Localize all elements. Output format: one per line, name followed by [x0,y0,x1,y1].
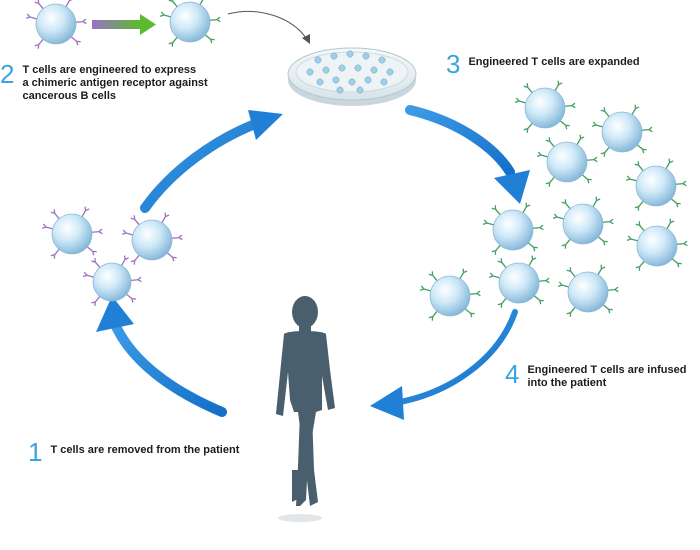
t-cell-icon [482,202,544,255]
dish-cell-icon [346,50,354,58]
dish-cell-icon [380,78,388,86]
dish-cell-icon [332,76,340,84]
t-cell-icon [488,255,550,308]
step-number: 3 [446,49,461,79]
dish-cell-icon [348,78,356,86]
step-2: 2 T cells are engineered to express a ch… [0,59,208,103]
dish-cell-icon [364,76,372,84]
dish-cell-icon [362,52,370,60]
step-text: Engineered T cells are infused into the … [527,364,687,389]
step-text: T cells are engineered to express a chim… [22,64,208,102]
petri-dish-icon [287,47,417,106]
t-cell-icon [552,196,614,249]
cycle-arrow-icon [96,296,227,417]
cycle-arrow-icon [370,309,518,420]
dish-cell-icon [336,86,344,94]
connector-arrowhead-icon [302,34,310,44]
dish-cell-icon [338,64,346,72]
step-number: 1 [28,437,43,467]
dish-cell-icon [356,86,364,94]
cycle-arrow-icon [405,105,530,204]
dish-cell-icon [316,78,324,86]
step-4: 4 Engineered T cells are infused into th… [505,359,687,390]
t-cell-icon [159,0,221,47]
t-cell-icon [591,104,653,157]
dish-cell-icon [330,52,338,60]
cycle-arrow-icon [140,110,283,213]
t-cell-icon [536,134,598,187]
step-number: 2 [0,59,15,89]
dish-cell-icon [378,56,386,64]
engineering-arrow-icon [92,14,156,35]
t-cell-icon [121,212,183,265]
t-cell-icon [626,218,688,271]
t-cell-icon [625,158,687,211]
t-cell-icon [419,268,481,321]
t-cell-icon [41,206,103,259]
t-cell-icon [82,255,142,306]
t-cell-icon [557,264,619,317]
t-cell-icon [514,80,576,133]
step-text: T cells are removed from the patient [50,444,240,456]
connector-arrow-icon [227,11,307,39]
dish-cell-icon [306,68,314,76]
dish-cell-icon [386,68,394,76]
step-number: 4 [505,359,520,389]
step-3: 3 Engineered T cells are expanded [446,49,640,79]
t-cells-group [25,0,688,321]
patient-silhouette-icon [276,296,335,522]
step-1: 1 T cells are removed from the patient [28,437,240,467]
t-cell-icon [25,0,87,49]
dish-cell-icon [370,66,378,74]
step-text: Engineered T cells are expanded [468,56,640,68]
dish-cell-icon [314,56,322,64]
dish-cell-icon [354,64,362,72]
dish-cell-icon [322,66,330,74]
